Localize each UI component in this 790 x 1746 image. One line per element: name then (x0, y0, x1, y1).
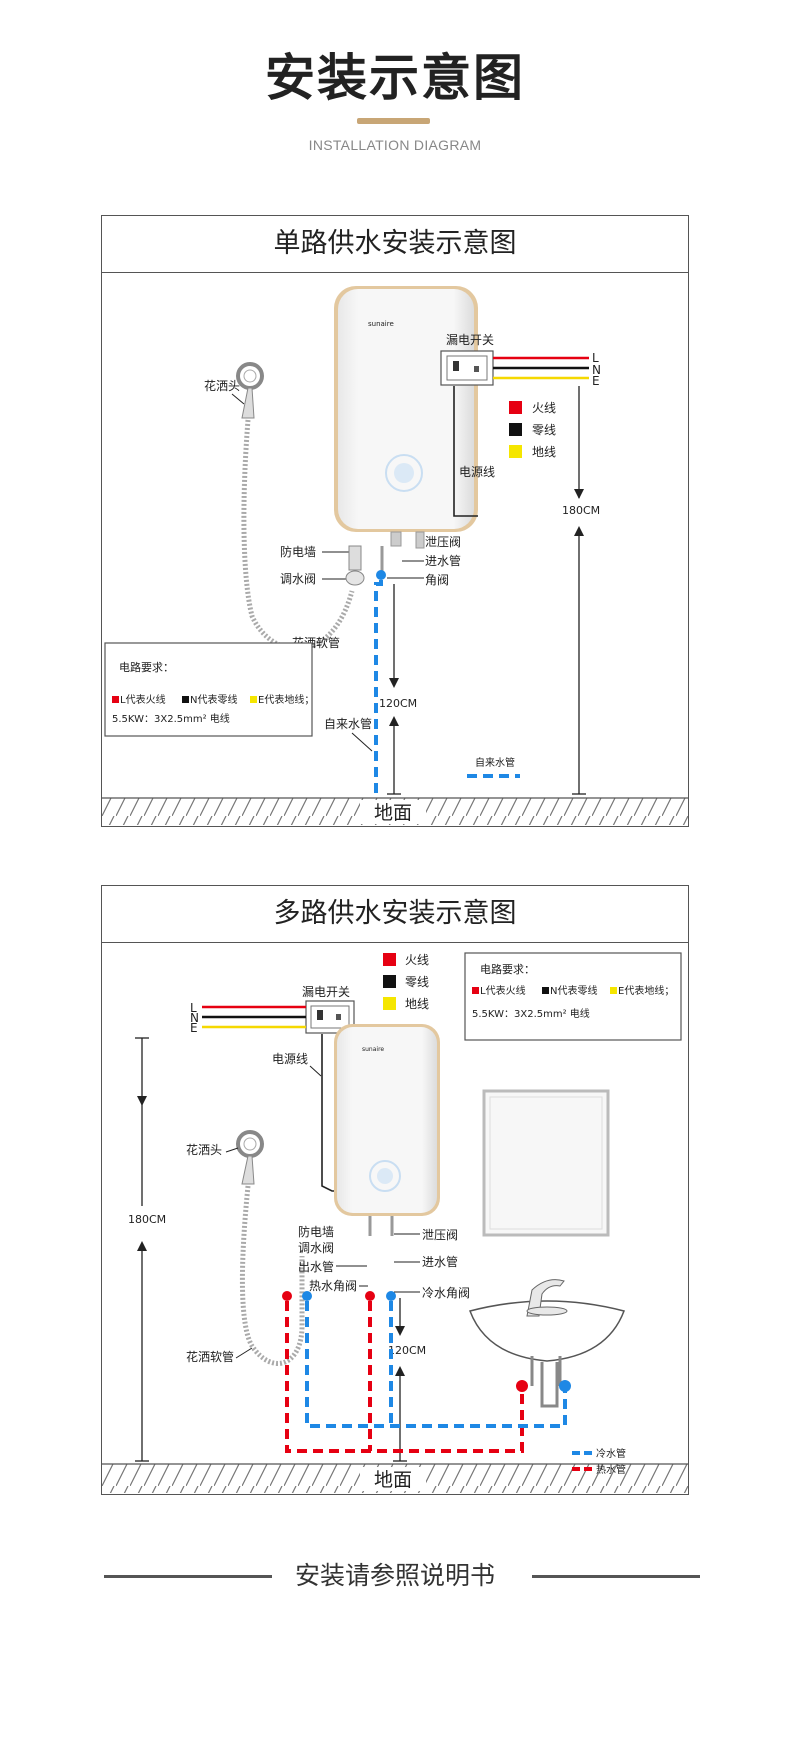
label-power-cord: 电源线 (272, 1052, 308, 1066)
label-anti-shock: 防电墙 (298, 1224, 334, 1239)
label-inlet-pipe: 进水管 (422, 1254, 458, 1269)
label-outlet: 出水管 (298, 1259, 334, 1274)
legend-live-label: 火线 (532, 401, 556, 415)
single-supply-panel: 单路供水安装示意图 地面 sunaire 漏电开关 (101, 215, 689, 827)
wire-N: N (592, 363, 601, 377)
single-supply-diagram: 地面 sunaire 漏电开关 L N E 火线 零线 地线 电源线 泄压阀 (102, 286, 688, 825)
footer-line-right (532, 1575, 700, 1578)
legend-neutral-swatch (509, 423, 522, 436)
ground-label: 地面 (374, 1469, 412, 1491)
wire-N: N (190, 1011, 199, 1025)
leakage-switch (440, 350, 494, 386)
req-E: E代表地线； (258, 693, 314, 706)
brand-logo: sunaire (368, 320, 394, 328)
power-cord (453, 386, 478, 517)
label-angle-valve: 角阀 (425, 573, 449, 587)
label-mix-valve: 调水阀 (298, 1241, 334, 1255)
angle-valve-dot (376, 570, 386, 580)
ground-label: 地面 (374, 802, 412, 824)
req-N: N代表零线 (550, 984, 597, 997)
label-hot-angle: 热水角阀 (309, 1279, 357, 1293)
height-180: 180CM (128, 1213, 166, 1226)
legend-earth-swatch (383, 997, 396, 1010)
legend-neutral-label: 零线 (532, 423, 556, 437)
label-mix-valve: 调水阀 (280, 572, 316, 586)
heater-display (385, 454, 423, 492)
circuit-requirements-box (464, 952, 682, 1041)
wire-L: L (592, 351, 599, 365)
label-inlet-pipe: 进水管 (425, 553, 461, 568)
height-180: 180CM (562, 504, 600, 517)
legend-earth-label: 地线 (405, 997, 429, 1011)
req-wire-spec: 5.5KW：3X2.5mm² 电线 (472, 1007, 590, 1020)
label-shower-head: 花洒头 (204, 378, 240, 393)
page-title: 安装示意图 (265, 49, 525, 107)
brand-logo: sunaire (362, 1046, 384, 1053)
circuit-requirements-box (104, 642, 313, 737)
title-divider (357, 118, 430, 124)
req-L: L代表火线 (480, 984, 526, 997)
mirror (482, 1089, 610, 1237)
legend-live-swatch (383, 953, 396, 966)
shower-hose (239, 1185, 305, 1366)
req-title: 电路要求： (480, 963, 535, 976)
wire-L: L (190, 1001, 197, 1015)
legend-live-swatch (509, 401, 522, 414)
label-anti-shock: 防电墙 (280, 544, 316, 559)
footer-line-left (104, 1575, 272, 1578)
faucet (526, 1279, 565, 1317)
page-subtitle: INSTALLATION DIAGRAM (308, 137, 482, 153)
legend-cold: 冷水管 (596, 1447, 626, 1460)
multi-panel-title: 多路供水安装示意图 (102, 886, 688, 943)
label-power-cord: 电源线 (459, 465, 495, 479)
tap-water-pipe (374, 580, 383, 796)
req-wire-spec: 5.5KW：3X2.5mm² 电线 (112, 712, 230, 725)
req-title: 电路要求： (119, 661, 174, 674)
shower-hose (241, 419, 355, 652)
req-E: E代表地线； (618, 984, 674, 997)
leakage-switch-label: 漏电开关 (446, 333, 494, 347)
label-relief-valve: 泄压阀 (422, 1228, 458, 1242)
cold-water-pipe (305, 1301, 567, 1428)
legend-tap-pipe: 自来水管 (475, 756, 515, 769)
legend-earth-label: 地线 (532, 445, 556, 459)
label-hose: 花洒软管 (186, 1349, 234, 1364)
heater-display (369, 1160, 401, 1192)
footer-note: 安装请参照说明书 (294, 1561, 495, 1590)
label-relief-valve: 泄压阀 (425, 535, 461, 549)
label-cold-angle: 冷水角阀 (422, 1286, 470, 1300)
legend-hot: 热水管 (596, 1463, 626, 1476)
legend-earth-swatch (509, 445, 522, 458)
single-panel-title: 单路供水安装示意图 (102, 216, 688, 273)
legend-live-label: 火线 (405, 953, 429, 967)
req-N: N代表零线 (190, 693, 237, 706)
label-tap-pipe: 自来水管 (324, 716, 372, 731)
multi-supply-diagram: 地面 火线 零线 地线 电路要求： L代表火线 N代表零线 E代表地线； 5.5… (102, 952, 688, 1493)
height-120: 120CM (388, 1344, 426, 1357)
height-120: 120CM (379, 697, 417, 710)
multi-supply-panel: 多路供水安装示意图 地面 火线 零线 地线 电路要求： L代表火 (101, 885, 689, 1495)
req-L: L代表火线 (120, 693, 166, 706)
mix-valve (348, 545, 362, 571)
wire-E: E (190, 1021, 198, 1035)
legend-neutral-label: 零线 (405, 975, 429, 989)
legend-neutral-swatch (383, 975, 396, 988)
leakage-switch-label: 漏电开关 (302, 985, 350, 999)
wire-E: E (592, 374, 600, 388)
label-shower-head: 花洒头 (186, 1142, 222, 1157)
